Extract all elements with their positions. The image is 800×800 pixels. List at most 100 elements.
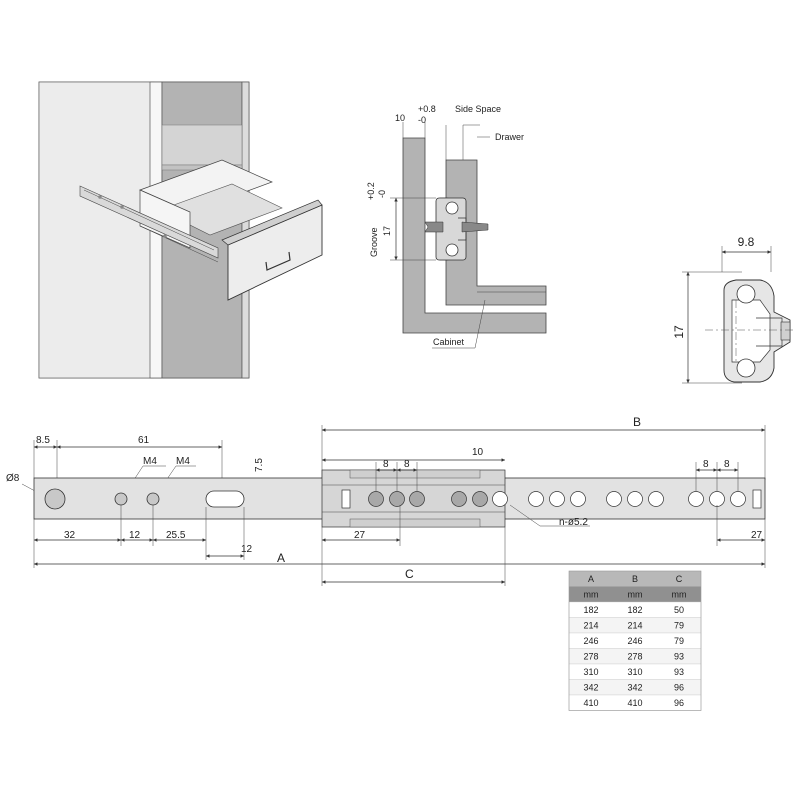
label-B: B	[633, 415, 641, 429]
table-unit: mm	[584, 590, 599, 600]
profile-tab	[780, 321, 791, 341]
cabinet-illustration	[38, 81, 323, 379]
table-cell: 50	[674, 605, 684, 615]
table-cell: 79	[674, 636, 684, 646]
table-cell: 182	[583, 605, 598, 615]
table-cell: 93	[674, 667, 684, 677]
dim-27-b: 27	[751, 530, 763, 541]
inner-member-top	[349, 469, 481, 479]
rail-hole	[627, 491, 643, 507]
groove-tol-minus: -0	[377, 190, 387, 198]
square-tab-right	[752, 489, 762, 509]
rail-hole	[730, 491, 746, 507]
dim-27-a: 27	[354, 530, 366, 541]
table-cell: 310	[627, 667, 642, 677]
rail-hole	[472, 491, 488, 507]
square-tab-left	[341, 489, 351, 509]
m4-label-b: M4	[176, 456, 190, 467]
drawer-inner	[159, 183, 283, 236]
drawer-front-top	[221, 199, 323, 246]
m4-label-a: M4	[143, 456, 157, 467]
dim-8-b: 8	[404, 459, 410, 470]
rail-hole	[389, 491, 405, 507]
table-cell: 96	[674, 698, 684, 708]
table-cell: 79	[674, 621, 684, 631]
drawer-side-section	[445, 159, 547, 306]
table-cell: 310	[583, 667, 598, 677]
cabinet-label: Cabinet	[433, 337, 465, 347]
table-cell: 246	[583, 636, 598, 646]
dim-12-a: 12	[129, 530, 141, 541]
dim-8-c: 8	[703, 459, 709, 470]
rail-hole	[368, 491, 384, 507]
rail-drawing: B 10 8.5 61 M4 M4 7.5 Ø8	[6, 415, 766, 586]
table-cell: 410	[583, 698, 598, 708]
table-header-a: A	[588, 574, 594, 584]
left-side-panel	[38, 81, 155, 379]
detail-tol-plus: +0.8	[418, 104, 436, 114]
table-cell: 96	[674, 683, 684, 693]
table-cell: 278	[627, 652, 642, 662]
profile-ball-top	[736, 284, 756, 304]
m4-hole-a	[114, 492, 128, 506]
slide-profile-section	[435, 197, 467, 261]
table-header-cell	[657, 571, 701, 587]
rail-hole	[606, 491, 622, 507]
inner-member-bottom	[349, 518, 481, 528]
table-cell: 278	[583, 652, 598, 662]
dim-32: 32	[64, 530, 76, 541]
table-cell: 214	[627, 621, 642, 631]
table-cell: 93	[674, 652, 684, 662]
hole-note: n-ø5.2	[559, 517, 588, 528]
hole-row	[368, 491, 746, 507]
groove-tol-plus: +0.2	[366, 182, 376, 200]
table-header-c: C	[676, 574, 683, 584]
label-A: A	[277, 551, 285, 565]
screw-drawer-icon	[461, 221, 489, 233]
groove-dim-17: 17	[382, 226, 392, 236]
dim-7-5: 7.5	[254, 458, 265, 472]
groove-label: Groove	[369, 227, 379, 257]
m4-hole-b	[146, 492, 160, 506]
slide-profile-view: 9.8 17	[672, 235, 795, 384]
dim-25-5: 25.5	[166, 530, 186, 541]
slide-hole	[120, 205, 124, 209]
table-unit-cell	[657, 586, 701, 602]
profile-inner	[731, 299, 771, 363]
table-unit-cell	[569, 586, 613, 602]
profile-width: 9.8	[738, 235, 755, 249]
table-cell: 182	[627, 605, 642, 615]
dim-61: 61	[138, 435, 150, 446]
rail-hole	[570, 491, 586, 507]
slide-line	[83, 189, 215, 251]
table-cell: 342	[583, 683, 598, 693]
table-header-cell	[569, 571, 613, 587]
side-space-label: Side Space	[455, 104, 501, 114]
shelf	[161, 124, 243, 166]
screw-cabinet-icon	[424, 221, 444, 233]
dim-8-5: 8.5	[36, 435, 50, 446]
rail-hole	[451, 491, 467, 507]
table-header-cell	[613, 571, 657, 587]
cross-section-detail: 10 +0.8 -0 Side Space Drawer +0.2 -0 Gro…	[366, 104, 547, 349]
profile-ball-bottom	[736, 358, 756, 378]
dim-10: 10	[472, 447, 484, 458]
drawer-label: Drawer	[495, 132, 524, 142]
slide-line-2	[139, 225, 219, 263]
label-C: C	[405, 567, 414, 581]
rail-hole	[549, 491, 565, 507]
rail-hole	[528, 491, 544, 507]
table-unit: mm	[672, 590, 687, 600]
drawer-handle-icon	[265, 251, 291, 271]
dim-8-d: 8	[724, 459, 730, 470]
table-border	[568, 570, 702, 711]
profile-height: 17	[672, 325, 686, 339]
table-unit-cell	[613, 586, 657, 602]
slide-hole	[98, 195, 102, 199]
rail-hole	[688, 491, 704, 507]
rail-hole	[409, 491, 425, 507]
detail-dim-10: 10	[395, 113, 405, 123]
dia-8: Ø8	[6, 473, 20, 484]
